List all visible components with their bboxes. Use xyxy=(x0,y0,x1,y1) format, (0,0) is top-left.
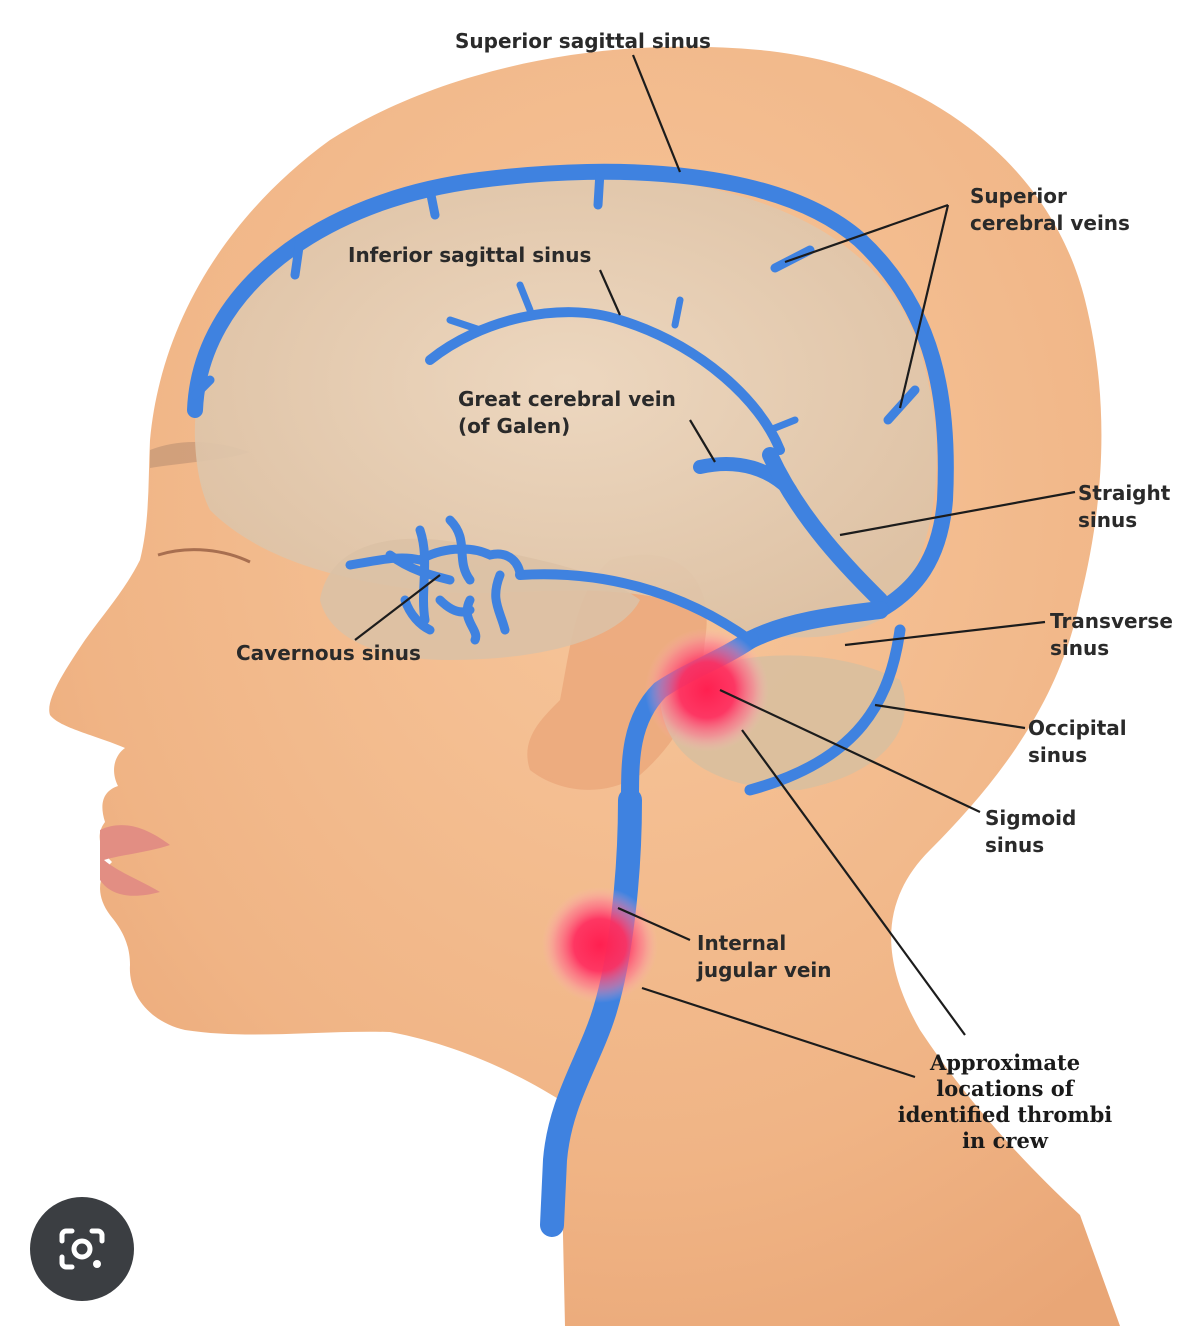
label-great-cerebral-vein: Great cerebral vein (of Galen) xyxy=(458,386,676,440)
label-line: sinus xyxy=(1050,636,1110,660)
leader-thrombi-sigmoid xyxy=(741,729,966,1036)
label-internal-jugular-vein: Internal jugular vein xyxy=(697,930,832,984)
label-straight-sinus: Straight sinus xyxy=(1078,480,1170,534)
label-transverse-sinus: Transverse sinus xyxy=(1050,608,1173,662)
label-line: locations of xyxy=(936,1076,1074,1101)
label-line: Straight xyxy=(1078,481,1171,505)
thrombus-marker-sigmoid xyxy=(645,628,769,752)
label-line: sinus xyxy=(985,833,1045,857)
label-line: Occipital xyxy=(1028,716,1127,740)
eye xyxy=(157,548,251,564)
lips xyxy=(100,825,170,896)
occipital-sinus xyxy=(744,624,906,796)
label-line: identified thrombi xyxy=(897,1102,1113,1127)
inferior-sagittal-branches xyxy=(446,281,799,434)
cavernous-sinus xyxy=(345,515,525,645)
label-superior-cerebral-veins: Superior cerebral veins xyxy=(970,183,1130,237)
leader-inferior-sagittal xyxy=(598,269,622,316)
label-line: cerebral veins xyxy=(970,211,1130,235)
petrosal-vein xyxy=(515,569,755,645)
label-line: Great cerebral vein xyxy=(458,387,676,411)
leader-transverse xyxy=(844,620,1046,647)
leader-jugular xyxy=(617,906,691,942)
label-line: sinus xyxy=(1028,743,1088,767)
cerebrum xyxy=(194,173,937,638)
label-line: Sigmoid xyxy=(985,806,1077,830)
temporal-lobe xyxy=(320,538,640,660)
label-line: Transverse xyxy=(1050,609,1173,633)
leader-superior-cerebral-b xyxy=(898,204,950,409)
label-line: in crew xyxy=(962,1128,1048,1153)
leader-superior-sagittal xyxy=(631,54,682,173)
leader-thrombi-jugular xyxy=(641,986,916,1079)
label-line: (of Galen) xyxy=(458,414,571,438)
leader-great-cerebral xyxy=(689,419,716,463)
internal-jugular-vein xyxy=(540,788,642,1237)
leader-straight xyxy=(839,490,1076,537)
superior-sagittal-sinus xyxy=(187,163,954,618)
label-line: Internal xyxy=(697,931,787,955)
lens-camera-icon xyxy=(59,1228,105,1270)
lens-search-button[interactable] xyxy=(30,1197,134,1301)
label-occipital-sinus: Occipital sinus xyxy=(1028,715,1127,769)
label-line: Superior xyxy=(970,184,1067,208)
transverse-sinus xyxy=(741,601,889,649)
leader-occipital xyxy=(874,703,1026,730)
leader-superior-cerebral-a xyxy=(784,203,949,264)
label-thrombi-note: Approximate locations of identified thro… xyxy=(895,1050,1115,1154)
label-inferior-sagittal-sinus: Inferior sagittal sinus xyxy=(348,243,592,267)
label-cavernous-sinus: Cavernous sinus xyxy=(236,641,421,665)
superior-cerebral-veins xyxy=(190,167,920,425)
label-line: jugular vein xyxy=(697,958,832,982)
label-line: Approximate xyxy=(929,1050,1081,1075)
thrombus-marker-jugular xyxy=(542,887,658,1003)
label-superior-sagittal-sinus: Superior sagittal sinus xyxy=(455,29,711,53)
leader-lines xyxy=(354,54,1076,1079)
leader-cavernous xyxy=(354,574,441,641)
straight-sinus xyxy=(762,447,888,608)
inferior-sagittal-sinus xyxy=(425,307,785,455)
leader-sigmoid xyxy=(719,689,981,813)
label-sigmoid-sinus: Sigmoid sinus xyxy=(985,805,1076,859)
label-line: sinus xyxy=(1078,508,1138,532)
